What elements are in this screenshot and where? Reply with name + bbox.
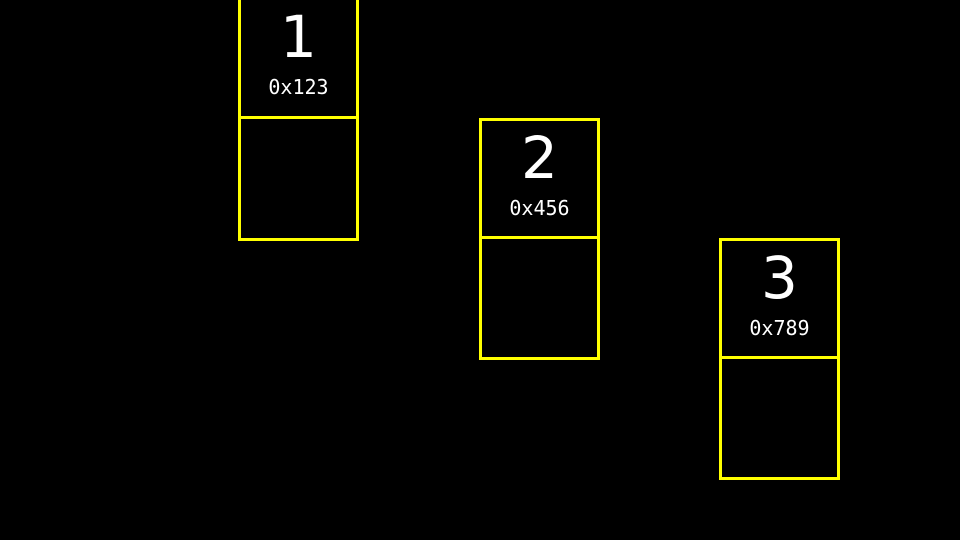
- node-pointer-cell: [482, 239, 597, 357]
- node-address-label: 0x123: [268, 75, 329, 99]
- node-pointer-cell: [241, 119, 356, 238]
- node-value-label: 2: [521, 124, 558, 192]
- list-node-3[interactable]: 3 0x789: [719, 238, 840, 480]
- node-value-label: 3: [761, 244, 798, 312]
- list-node-2[interactable]: 2 0x456: [479, 118, 600, 360]
- list-node-1[interactable]: 1 0x123: [238, 0, 359, 241]
- node-data-cell: 3 0x789: [722, 241, 837, 359]
- node-address-label: 0x456: [509, 196, 570, 220]
- node-data-cell: 1 0x123: [241, 0, 356, 119]
- node-address-label: 0x789: [749, 316, 810, 340]
- node-value-label: 1: [280, 3, 317, 71]
- node-data-cell: 2 0x456: [482, 121, 597, 239]
- node-pointer-cell: [722, 359, 837, 477]
